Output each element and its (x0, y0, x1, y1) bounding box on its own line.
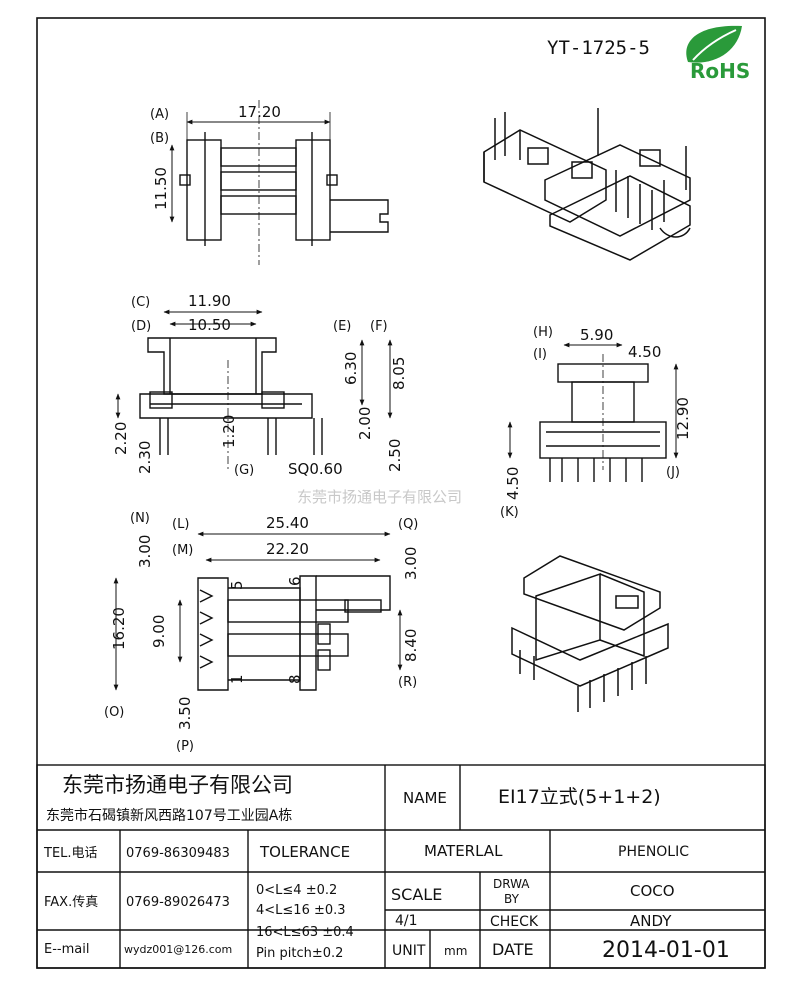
dim-bot-r: 8.40 (402, 629, 420, 662)
scale-label: SCALE (391, 885, 442, 904)
company-address: 东莞市石碣镇新风西路107号工业园A栋 (46, 807, 292, 824)
bottom-view: (N) (L) (M) (Q) 25.40 22.20 5 6 1 8 3.00… (104, 511, 420, 754)
dim-front-i: 4.50 (628, 343, 661, 361)
dim-top-height: 11.50 (152, 167, 170, 210)
tolerance-row-1: 0<L≤4 ±0.2 (256, 883, 337, 898)
side-view: (C) (D) 11.90 10.50 (E) (F) 6.30 8.05 2.… (112, 292, 408, 478)
dim-label-r: (R) (398, 675, 417, 690)
dim-bot-q: 3.00 (402, 547, 420, 580)
email-value: wydz001@126.com (124, 943, 232, 956)
dim-label-a: (A) (150, 107, 169, 122)
dim-side-220: 2.20 (112, 422, 130, 455)
company-name: 东莞市扬通电子有限公司 (62, 773, 293, 797)
name-label: NAME (403, 789, 447, 807)
dim-bot-n: 3.00 (136, 535, 154, 568)
pin-label-5: 5 (228, 580, 246, 590)
scale-value: 4/1 (395, 913, 418, 929)
dim-label-j: (J) (666, 465, 680, 480)
dim-label-k: (K) (500, 505, 519, 520)
dim-bot-o: 16.20 (110, 607, 128, 650)
dim-side-250: 2.50 (386, 439, 404, 472)
dim-side-230: 2.30 (136, 441, 154, 474)
drwa-label-2: BY (504, 892, 520, 906)
front-view: (H) (I) 5.90 4.50 12.90 (J) 4.50 (K) (500, 325, 692, 520)
drwa-label-1: DRWA (493, 877, 530, 891)
dim-label-q: (Q) (398, 517, 418, 532)
dim-bot-l: 25.40 (266, 514, 309, 532)
dim-side-sq: SQ0.60 (288, 460, 343, 478)
tolerance-row-4: Pin pitch±0.2 (256, 946, 343, 961)
check-label: CHECK (490, 914, 539, 930)
tolerance-label: TOLERANCE (259, 843, 350, 861)
dim-label-h: (H) (533, 325, 553, 340)
material-label: MATERLAL (424, 842, 503, 860)
part-number: YT-1725-5 (547, 37, 650, 59)
tolerance-row-2: 4<L≤16 ±0.3 (256, 903, 346, 918)
top-view: (A) (B) 17.20 11.50 (150, 100, 389, 265)
dim-side-d: 10.50 (188, 316, 231, 334)
tolerance-row-3: 16<L≤63 ±0.4 (256, 925, 354, 940)
unit-label: UNIT (392, 943, 426, 959)
dim-label-p: (P) (176, 739, 194, 754)
dim-label-n: (N) (130, 511, 150, 526)
watermark: 东莞市扬通电子有限公司 (297, 488, 462, 506)
fax-value: 0769-89026473 (126, 895, 230, 910)
dim-side-e: 6.30 (342, 352, 360, 385)
dim-side-200: 2.00 (356, 407, 374, 440)
dim-label-o: (O) (104, 705, 124, 720)
tel-label: TEL.电话 (43, 846, 98, 861)
dim-label-e: (E) (333, 319, 351, 334)
dim-label-l: (L) (172, 517, 189, 532)
email-label: E--mail (44, 942, 89, 957)
name-value: EI17立式(5+1+2) (498, 786, 661, 808)
dim-bot-m: 22.20 (266, 540, 309, 558)
dim-top-width: 17.20 (238, 103, 281, 121)
dim-side-c: 11.90 (188, 292, 231, 310)
fax-label: FAX.传真 (44, 895, 98, 910)
dim-label-d: (D) (131, 319, 151, 334)
dim-label-m: (M) (172, 543, 193, 558)
dim-label-c: (C) (131, 295, 150, 310)
dim-label-g: (G) (234, 463, 254, 478)
date-label: DATE (492, 940, 534, 959)
tel-value: 0769-86309483 (126, 846, 230, 861)
dim-label-b: (B) (150, 131, 169, 146)
dim-front-h: 5.90 (580, 326, 613, 344)
unit-value: mm (444, 944, 467, 958)
dim-bot-9: 9.00 (150, 615, 168, 648)
dim-front-j: 12.90 (674, 397, 692, 440)
pin-label-6: 6 (286, 576, 304, 586)
dim-label-i: (I) (533, 347, 547, 362)
pin-label-8: 8 (286, 674, 304, 684)
iso-view-bottom (511, 555, 669, 712)
rohs-label: RoHS (690, 59, 750, 83)
check-value: ANDY (630, 912, 672, 930)
dim-side-f: 8.05 (390, 357, 408, 390)
pin-label-1: 1 (228, 674, 246, 684)
iso-view-top (483, 108, 691, 261)
dim-side-120: 1.20 (220, 415, 238, 448)
dim-label-f: (F) (370, 319, 388, 334)
date-value: 2014-01-01 (602, 938, 730, 963)
drwa-value: COCO (630, 882, 675, 900)
dim-bot-p: 3.50 (176, 697, 194, 730)
title-block (36, 764, 766, 969)
rohs-logo: RoHS (686, 25, 750, 83)
dim-front-k: 4.50 (504, 467, 522, 500)
material-value: PHENOLIC (618, 844, 689, 860)
